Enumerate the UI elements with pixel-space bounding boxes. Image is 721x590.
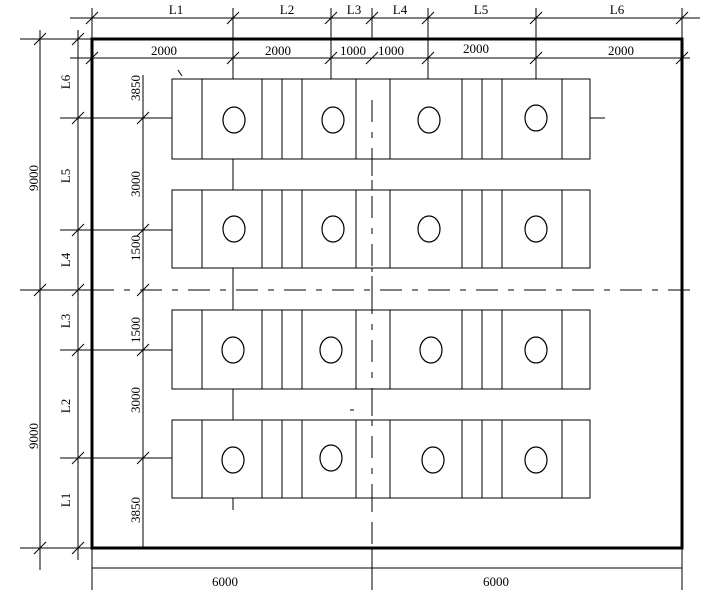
top-axis-label-l1: L1 (169, 2, 183, 17)
top-axis-label-l5: L5 (474, 2, 488, 17)
footing-row-1 (171, 78, 591, 160)
footing-row-2 (171, 189, 591, 269)
left-spacing-value: 3850 (128, 75, 143, 101)
pile-hole (419, 336, 443, 364)
top-tick (365, 11, 379, 25)
top-tick (529, 11, 543, 25)
left-axis-label-l5: L5 (58, 169, 73, 183)
left-axis-label-l6: L6 (58, 74, 73, 89)
left-tick (33, 541, 47, 555)
spacing-tick (365, 51, 379, 65)
pile-hole (417, 106, 441, 134)
left-spacing-value: 1500 (128, 317, 143, 343)
top-spacing-value: 1000 (378, 43, 404, 58)
top-axis-label-l3: L3 (347, 2, 361, 17)
top-axis-label-l4: L4 (393, 2, 408, 17)
pile-hole (524, 446, 548, 474)
pile-hole (524, 215, 548, 243)
pile-hole (321, 215, 345, 243)
top-spacing-value: 2000 (608, 43, 634, 58)
top-axis-label-l2: L2 (280, 2, 294, 17)
left-tick (33, 283, 47, 297)
pile-hole (221, 446, 245, 474)
inner-tick (136, 283, 150, 297)
pile-hole (319, 444, 343, 472)
pile-hole (524, 336, 548, 364)
top-spacing-value: 1000 (340, 43, 366, 58)
spacing-tick (675, 51, 689, 65)
top-spacing-value: 2000 (151, 43, 177, 58)
left-axis-label-l1: L1 (58, 493, 73, 507)
left-spacing-value: 3000 (128, 387, 143, 413)
top-tick (421, 11, 435, 25)
left-spacing-value: 1500 (128, 235, 143, 261)
left-total-value-top: 9000 (26, 165, 41, 191)
footing-row-4 (171, 419, 591, 499)
top-tick (675, 11, 689, 25)
top-tick (85, 11, 99, 25)
left-tick (71, 283, 85, 297)
left-spacing-value: 3000 (128, 171, 143, 197)
pile-hole (321, 106, 345, 134)
top-spacing-value: 2000 (463, 41, 489, 56)
left-axis-label-l3: L3 (58, 314, 73, 328)
pile-hole (222, 215, 246, 243)
pile-hole (319, 336, 343, 364)
bottom-total-value-left: 6000 (212, 574, 238, 589)
top-tick (324, 11, 338, 25)
footing-row-3 (171, 309, 591, 390)
top-spacing-value: 2000 (265, 43, 291, 58)
leader-mark (177, 69, 183, 77)
left-total-value-bottom: 9000 (26, 423, 41, 449)
pile-hole (222, 106, 246, 134)
pile-hole (421, 446, 445, 474)
spacing-tick (85, 51, 99, 65)
plan-outer-border (90, 37, 684, 550)
left-spacing-value: 3850 (128, 497, 143, 523)
pile-hole (524, 104, 548, 132)
left-axis-label-l4: L4 (58, 252, 73, 267)
bottom-total-value-right: 6000 (483, 574, 509, 589)
pile-hole (221, 336, 245, 364)
left-axis-label-l2: L2 (58, 399, 73, 413)
pile-hole (417, 215, 441, 243)
top-axis-label-l6: L6 (610, 2, 625, 17)
left-tick (71, 32, 85, 46)
left-tick (71, 541, 85, 555)
left-tick (33, 32, 47, 46)
